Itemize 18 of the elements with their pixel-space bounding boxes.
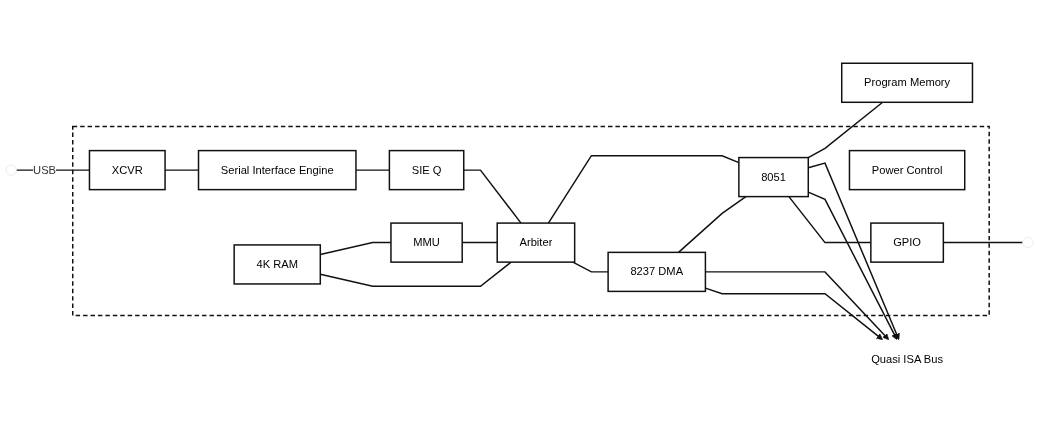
node-box: Program Memory	[841, 62, 974, 104]
edge-label: USB	[33, 163, 57, 176]
connector	[677, 195, 747, 254]
node-box: GPIO	[870, 222, 945, 263]
node-text: Quasi ISA Bus	[871, 352, 944, 365]
node-box: 8237 DMA	[607, 251, 707, 293]
node-box: MMU	[390, 222, 463, 263]
node-box: SIE Q	[388, 149, 465, 191]
node-box: Power Control	[848, 149, 966, 191]
node-box: Arbiter	[496, 222, 576, 263]
cluster	[72, 125, 990, 317]
node-box: Serial Interface Engine	[197, 149, 357, 191]
connector	[463, 169, 522, 224]
node-box: 8051	[738, 156, 810, 198]
connector	[807, 101, 884, 159]
node-box: XCVR	[88, 149, 166, 191]
connector	[572, 261, 609, 273]
node-box: 4K RAM	[233, 244, 322, 285]
